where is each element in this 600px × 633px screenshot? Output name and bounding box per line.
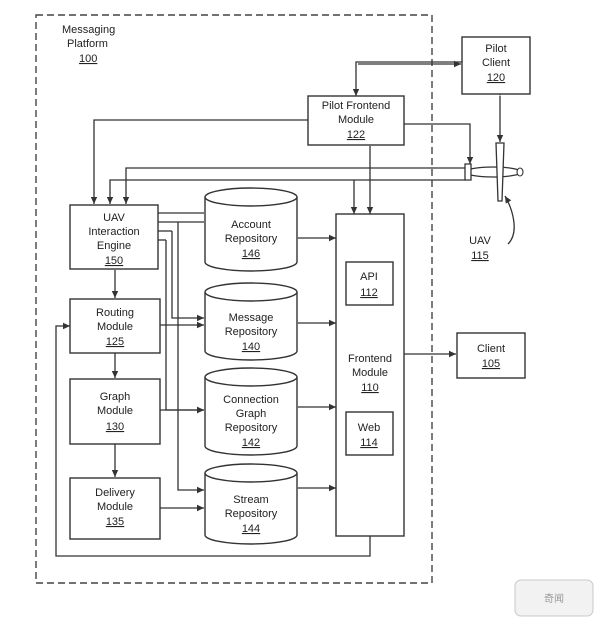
graph-line1: Graph (100, 391, 131, 403)
account-repo-line1: Account (231, 219, 271, 231)
frontend-number: 110 (361, 382, 379, 394)
pilot-frontend-line2: Module (338, 114, 374, 126)
pilot-client-box: Pilot Client 120 (461, 36, 531, 95)
platform-number: 100 (79, 53, 97, 65)
routing-line1: Routing (96, 307, 134, 319)
stream-repository-cylinder: Stream Repository 144 (204, 463, 298, 545)
client-box: Client 105 (456, 332, 526, 379)
api-box: API 112 (345, 261, 394, 306)
connection-repo-line1: Connection (223, 394, 279, 406)
pilot-client-number: 120 (487, 72, 505, 84)
message-repository-cylinder: Message Repository 140 (204, 282, 298, 361)
message-repo-number: 140 (242, 341, 260, 353)
watermark-logo: 奇闻 (514, 579, 594, 617)
graph-module-box: Graph Module 130 (69, 378, 161, 445)
web-box: Web 114 (345, 411, 394, 456)
stream-repo-line2: Repository (225, 508, 278, 520)
uav-interaction-engine-box: UAV Interaction Engine 150 (69, 204, 159, 270)
delivery-line1: Delivery (95, 487, 135, 499)
delivery-module-box: Delivery Module 135 (69, 477, 161, 540)
delivery-number: 135 (106, 516, 124, 528)
message-repo-line1: Message (229, 312, 274, 324)
stream-repo-line1: Stream (233, 494, 268, 506)
uav-engine-number: 150 (105, 255, 123, 267)
client-number: 105 (482, 358, 500, 370)
routing-module-box: Routing Module 125 (69, 298, 161, 354)
api-number: 112 (360, 287, 378, 299)
pilot-frontend-module-box: Pilot Frontend Module 122 (307, 95, 405, 146)
account-repo-number: 146 (242, 248, 260, 260)
pilot-client-line2: Client (482, 57, 510, 69)
connection-repo-line3: Repository (225, 422, 278, 434)
delivery-line2: Module (97, 501, 133, 513)
client-label: Client (477, 343, 505, 355)
account-repository-cylinder: Account Repository 146 (204, 187, 298, 272)
graph-number: 130 (106, 421, 124, 433)
watermark-text: 奇闻 (544, 592, 564, 605)
web-label: Web (358, 422, 380, 434)
uav-engine-line1: UAV (103, 212, 125, 224)
frontend-line1: Frontend (348, 353, 392, 365)
api-label: API (360, 271, 378, 283)
pilot-frontend-number: 122 (347, 129, 365, 141)
stream-repo-number: 144 (242, 523, 260, 535)
pilot-frontend-line1: Pilot Frontend (322, 100, 390, 112)
frontend-module-box: API 112 Frontend Module 110 Web 114 (335, 213, 405, 537)
web-number: 114 (360, 437, 378, 449)
frontend-line2: Module (352, 367, 388, 379)
connection-graph-repository-cylinder: Connection Graph Repository 142 (204, 367, 298, 456)
connection-repo-line2: Graph (236, 408, 267, 420)
messaging-platform-boundary (35, 14, 433, 584)
connectors (55, 60, 515, 557)
platform-label-line1: Messaging (62, 24, 115, 36)
routing-line2: Module (97, 321, 133, 333)
uav-label: UAV (469, 235, 491, 247)
account-repo-line2: Repository (225, 233, 278, 245)
platform-label-line2: Platform (67, 38, 108, 50)
uav-number: 115 (471, 250, 489, 262)
uav-engine-line3: Engine (97, 240, 131, 252)
pilot-client-line1: Pilot (485, 43, 506, 55)
graph-line2: Module (97, 405, 133, 417)
uav-engine-line2: Interaction (88, 226, 139, 238)
routing-number: 125 (106, 336, 124, 348)
uav-aircraft-icon (464, 142, 524, 202)
message-repo-line2: Repository (225, 326, 278, 338)
connection-repo-number: 142 (242, 437, 260, 449)
